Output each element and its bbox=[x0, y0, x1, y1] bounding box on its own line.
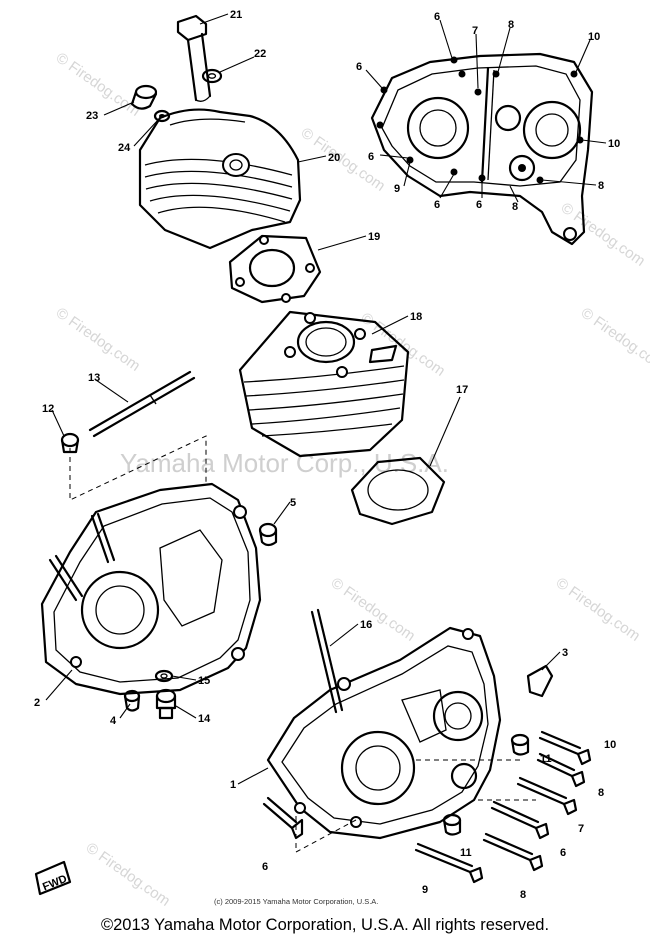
assembly-guides bbox=[69, 435, 536, 853]
callout-10: 10 bbox=[604, 739, 616, 751]
callout-11: 11 bbox=[460, 847, 472, 859]
callout-10: 10 bbox=[608, 138, 620, 150]
callout-6: 6 bbox=[560, 847, 566, 859]
callout-8: 8 bbox=[598, 180, 604, 192]
callout-7: 7 bbox=[578, 823, 584, 835]
callout-23: 23 bbox=[86, 110, 98, 122]
cylinder-head bbox=[138, 108, 302, 250]
site-watermark: © Firedog.com bbox=[328, 574, 419, 644]
callout-1: 1 bbox=[230, 779, 236, 791]
cylinder-stud bbox=[310, 608, 344, 714]
callout-6: 6 bbox=[476, 199, 482, 211]
callout-16: 16 bbox=[360, 619, 372, 631]
callout-8: 8 bbox=[512, 201, 518, 213]
watermark-layer: © Firedog.com © Firedog.com © Firedog.co… bbox=[53, 49, 650, 909]
callout-labels: 21 22 23 24 20 19 18 17 13 12 5 2 4 15 1… bbox=[34, 9, 620, 901]
callout-13: 13 bbox=[88, 372, 100, 384]
callout-6: 6 bbox=[262, 861, 268, 873]
callout-6: 6 bbox=[356, 61, 362, 73]
bolt bbox=[414, 842, 484, 884]
callout-24: 24 bbox=[118, 142, 131, 154]
callout-12: 12 bbox=[42, 403, 54, 415]
callout-19: 19 bbox=[368, 231, 380, 243]
bolt bbox=[516, 776, 578, 816]
dowel-pin bbox=[510, 733, 530, 756]
callout-2: 2 bbox=[34, 697, 40, 709]
cylinder-base-gasket bbox=[350, 456, 446, 526]
callout-3: 3 bbox=[562, 647, 568, 659]
callout-8: 8 bbox=[508, 19, 514, 31]
callout-5: 5 bbox=[290, 497, 296, 509]
callout-10: 10 bbox=[588, 31, 600, 43]
callout-17: 17 bbox=[456, 384, 468, 396]
center-watermark: Yamaha Motor Corp., U.S.A. bbox=[120, 448, 449, 478]
copyright-footer: ©2013 Yamaha Motor Corporation, U.S.A. A… bbox=[100, 916, 550, 934]
callout-9: 9 bbox=[394, 183, 400, 195]
callout-7: 7 bbox=[472, 25, 478, 37]
callout-4: 4 bbox=[110, 715, 117, 727]
forward-direction-tag: FWD bbox=[34, 860, 72, 896]
site-watermark: © Firedog.com bbox=[53, 304, 144, 374]
site-watermark: © Firedog.com bbox=[83, 839, 174, 909]
crankcase-inner-view bbox=[370, 52, 594, 246]
dowel-pin bbox=[442, 813, 462, 836]
fwd-label: FWD bbox=[41, 873, 69, 894]
bolt bbox=[482, 832, 544, 872]
callout-8: 8 bbox=[598, 787, 604, 799]
bolt bbox=[536, 752, 586, 788]
cylinder-head-bolt bbox=[176, 14, 212, 102]
cylinder bbox=[238, 310, 410, 458]
site-watermark: © Firedog.com bbox=[578, 304, 650, 374]
callout-18: 18 bbox=[410, 311, 422, 323]
crankcase-left bbox=[40, 482, 262, 696]
drain-plug bbox=[155, 688, 177, 720]
callout-21: 21 bbox=[230, 9, 242, 21]
bolt bbox=[262, 796, 304, 840]
callout-15: 15 bbox=[198, 675, 210, 687]
callout-14: 14 bbox=[198, 713, 211, 725]
leader-lines bbox=[45, 13, 607, 785]
callout-22: 22 bbox=[254, 48, 266, 60]
washer bbox=[201, 68, 223, 84]
callout-9: 9 bbox=[422, 884, 428, 896]
callout-6: 6 bbox=[434, 199, 440, 211]
dowel-pin bbox=[258, 522, 278, 547]
callout-8: 8 bbox=[520, 889, 526, 901]
breather-pipe bbox=[88, 370, 196, 438]
callout-20: 20 bbox=[328, 152, 340, 164]
bolt bbox=[490, 800, 550, 840]
callout-11: 11 bbox=[540, 753, 552, 765]
spark-plug-cap bbox=[130, 84, 158, 110]
site-watermark: © Firedog.com bbox=[358, 309, 449, 379]
copyright-notice-small: (c) 2009-2015 Yamaha Motor Corporation, … bbox=[214, 897, 378, 906]
site-watermark: © Firedog.com bbox=[553, 574, 644, 644]
head-gasket bbox=[228, 234, 322, 304]
callout-6: 6 bbox=[368, 151, 374, 163]
clip bbox=[526, 664, 554, 698]
bolt bbox=[538, 730, 592, 766]
crankcase-right bbox=[266, 626, 502, 840]
callout-6: 6 bbox=[434, 11, 440, 23]
